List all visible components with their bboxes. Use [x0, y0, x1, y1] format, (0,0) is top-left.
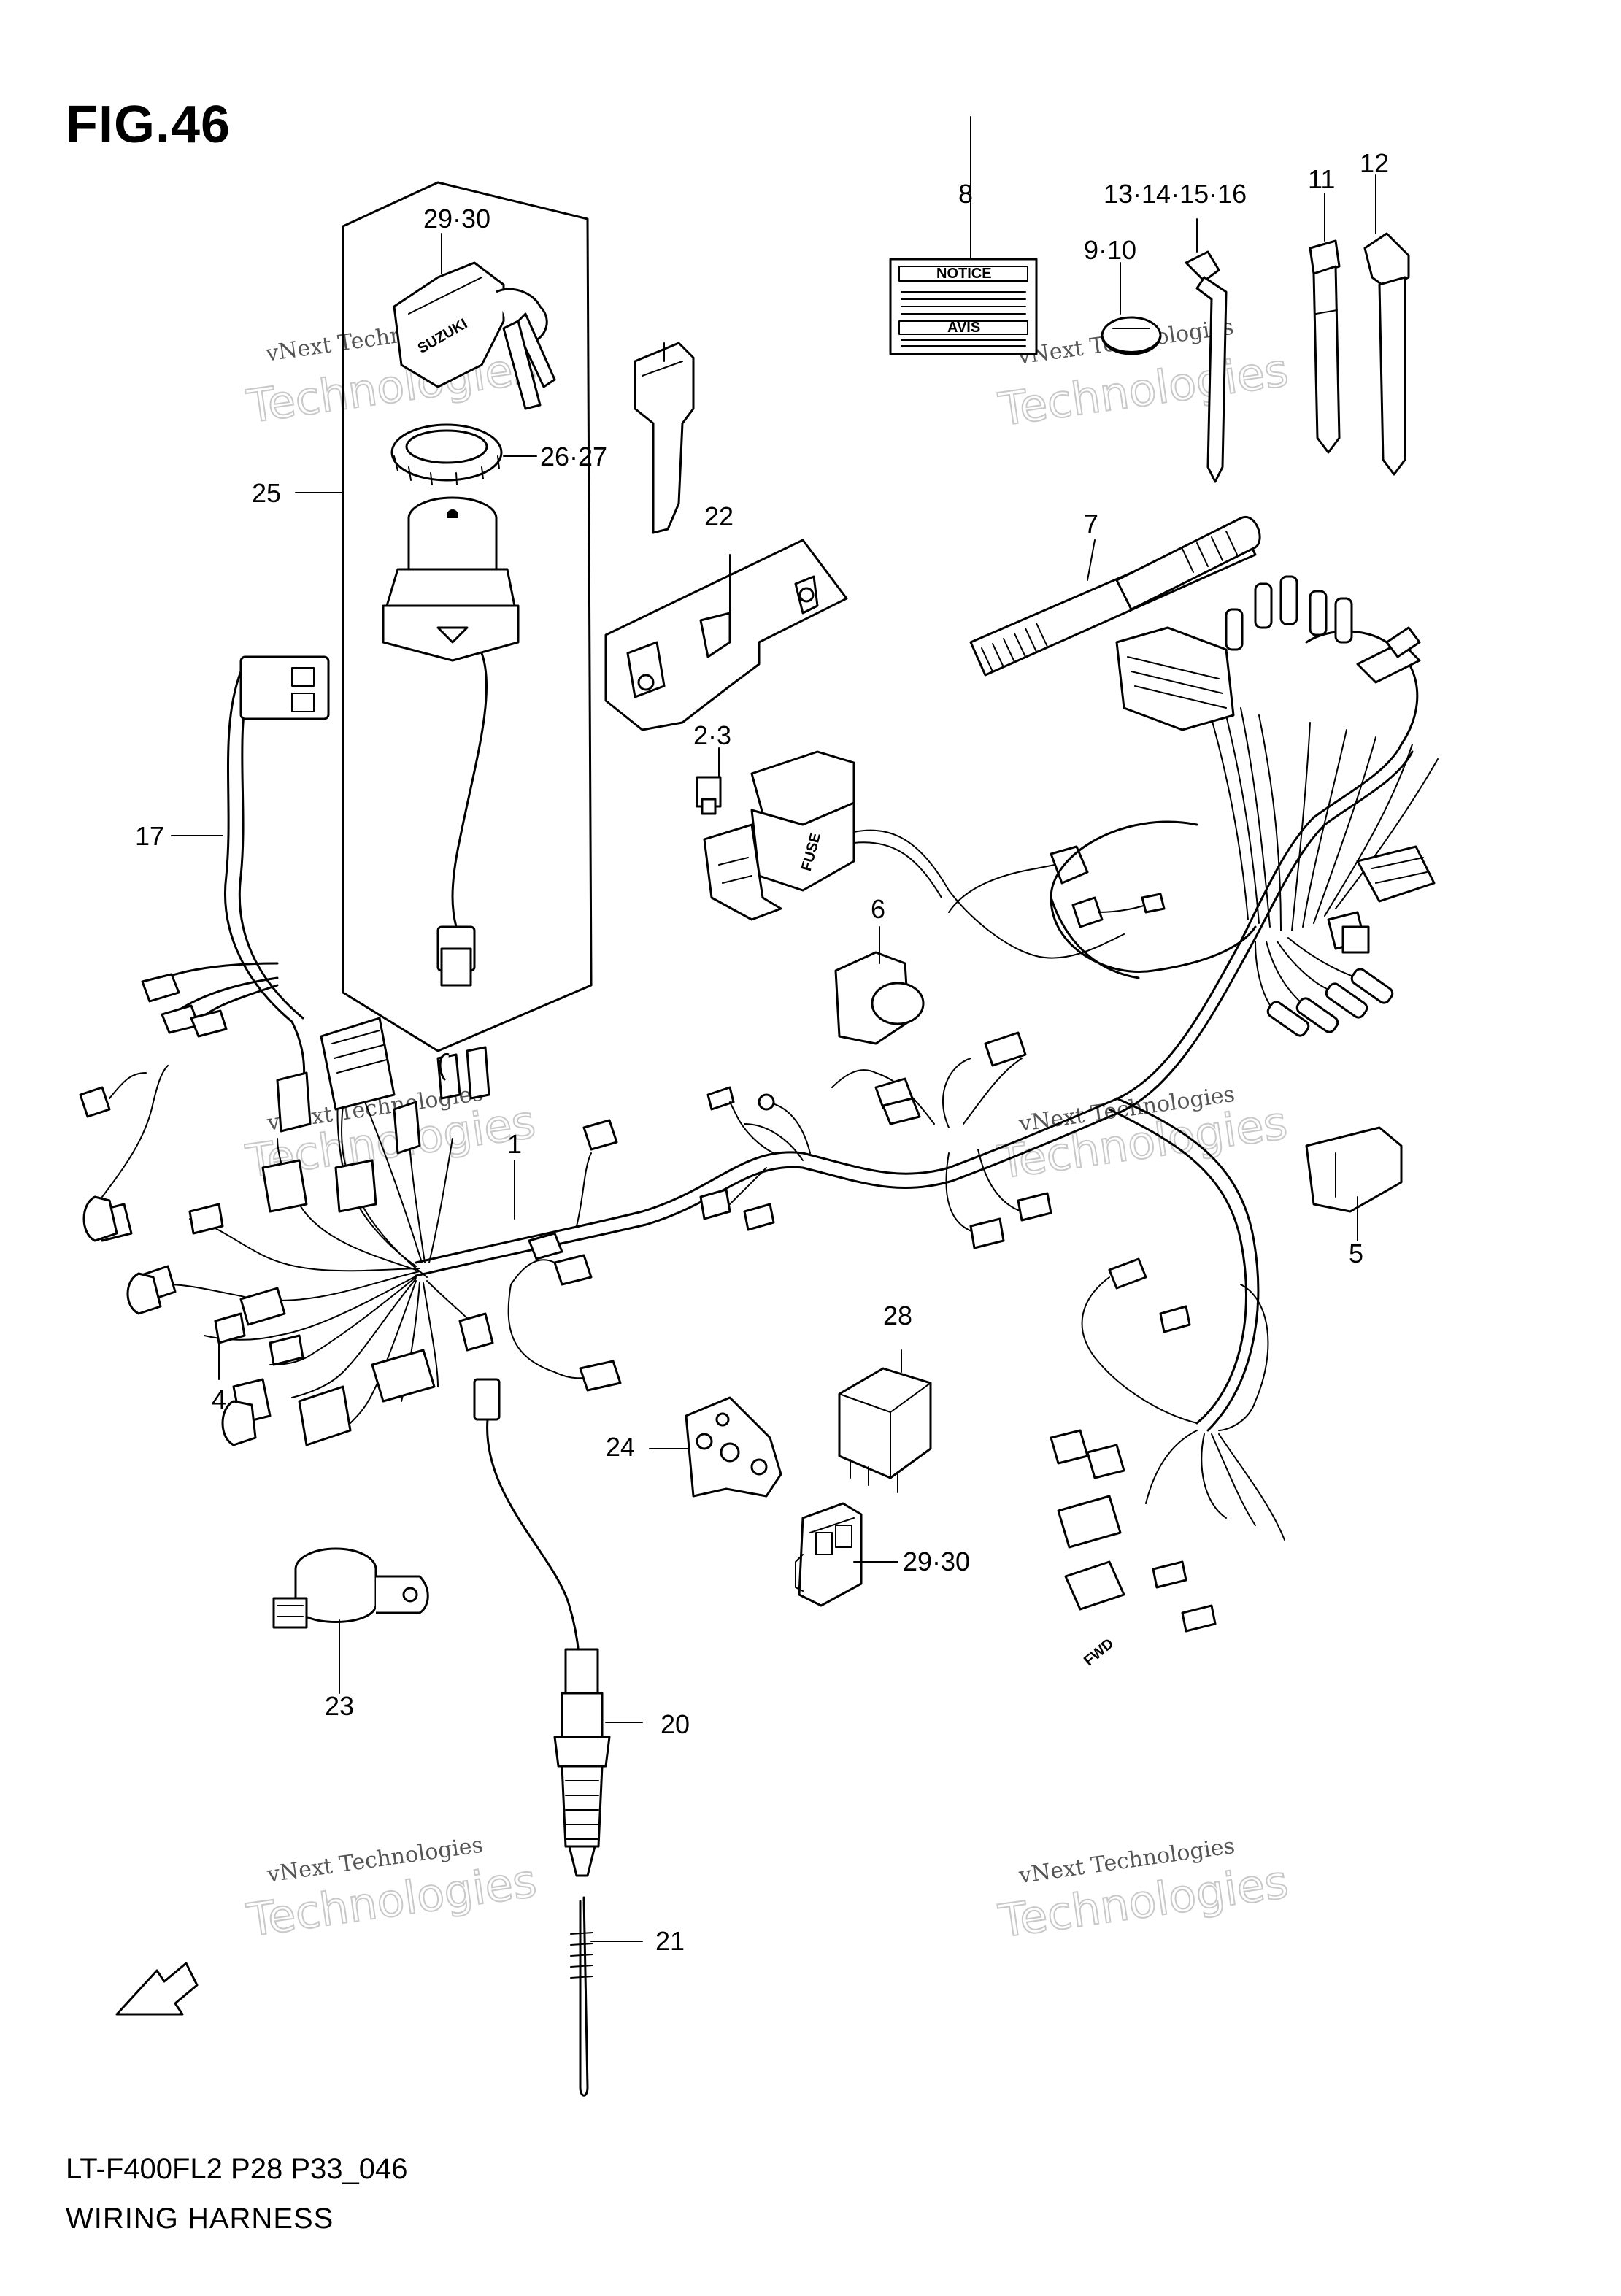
corrugated-tube — [969, 515, 1261, 677]
strap-11 — [1309, 239, 1341, 454]
clip-tie-12 — [1363, 232, 1410, 476]
rubber-cover — [834, 951, 925, 1045]
clip-pin — [570, 1896, 593, 2097]
callout-18: 22 — [704, 501, 734, 531]
ignition-key-cap: SUZUKI — [393, 261, 556, 410]
callout-13-16: 13·14·15·16 — [1104, 179, 1247, 209]
callout-labels: 29·30 26·27 25 22 8 9·10 13·14·15·16 11 … — [135, 148, 1389, 1956]
notice-label: NOTICE AVIS — [889, 258, 1038, 355]
fwd-arrow-icon: FWD — [115, 1636, 1117, 2016]
svg-text:NOTICE: NOTICE — [936, 266, 992, 282]
callout-28: 24 — [606, 1432, 635, 1462]
bullet-terminals-right — [1255, 937, 1394, 1037]
callout-17: 17 — [135, 821, 164, 851]
mounting-bracket — [604, 539, 848, 731]
relay — [838, 1367, 932, 1493]
callout-11: 11 — [1308, 164, 1335, 194]
sub-harness-17 — [141, 655, 330, 1096]
callout-25: 28 — [883, 1301, 912, 1330]
model-code: LT-F400FL2 P28 P33_046 — [66, 2153, 408, 2185]
figure-title: FIG.46 — [66, 96, 231, 154]
callout-23: 20 — [661, 1709, 690, 1739]
callout-24: 21 — [655, 1926, 685, 1956]
callout-22: 29·30 — [423, 204, 490, 234]
callout-8: 8 — [958, 179, 973, 209]
callout-4: 4 — [212, 1384, 226, 1414]
fuse-box: FUSE — [703, 750, 855, 921]
callout-5: 5 — [1349, 1238, 1363, 1268]
spare-key — [634, 342, 695, 534]
svg-text:FWD: FWD — [1081, 1636, 1117, 1669]
watermark-bottom-right: Technologies vNext Technologies — [995, 1833, 1293, 1949]
callout-7: 7 — [1084, 509, 1098, 539]
fuse — [696, 776, 722, 815]
callout-21: 26·27 — [540, 442, 607, 471]
main-wiring-harness — [79, 575, 1439, 1633]
wire-clamp — [1101, 316, 1162, 355]
mounting-plate — [685, 1396, 782, 1498]
oxygen-sensor — [473, 1378, 611, 1877]
callout-1: 1 — [507, 1129, 522, 1159]
ring-nut — [390, 423, 503, 485]
callout-6: 6 — [871, 894, 885, 924]
connector-cluster-middle — [576, 1031, 1052, 1249]
svg-text:AVIS: AVIS — [947, 320, 980, 336]
watermark-bottom-left: Technologies vNext Technologies — [243, 1832, 541, 1947]
callout-12: 12 — [1360, 148, 1389, 178]
callout-2-3: 2·3 — [693, 720, 731, 750]
callout-9-10: 9·10 — [1084, 235, 1136, 265]
ignition-group-outline — [342, 181, 593, 1052]
terminal-cover — [1305, 1126, 1403, 1213]
ignition-switch-body — [382, 496, 520, 987]
bullet-terminals-top — [1225, 575, 1421, 684]
section-name: WIRING HARNESS — [66, 2203, 334, 2235]
callout-19: 23 — [325, 1691, 354, 1721]
callout-26-27: 29·30 — [903, 1546, 970, 1576]
connector-housing — [795, 1502, 863, 1607]
callout-leaders — [171, 116, 1376, 1942]
callout-20: 25 — [252, 478, 281, 508]
sensor-switch — [272, 1547, 429, 1629]
cable-tie-13-16 — [1185, 250, 1228, 483]
